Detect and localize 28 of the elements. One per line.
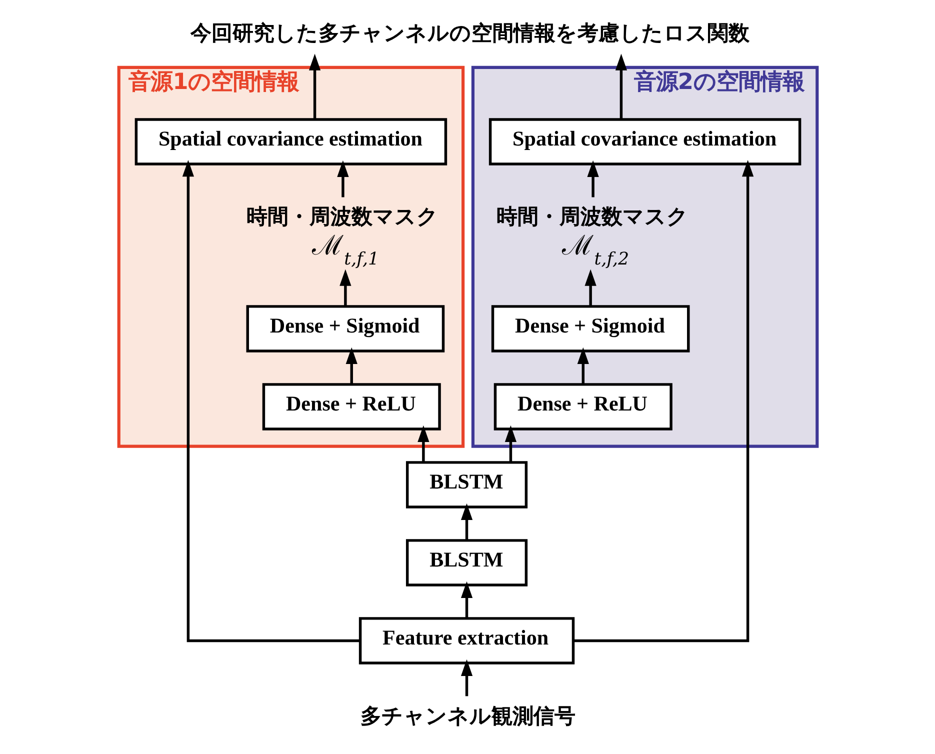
arrow — [182, 160, 360, 642]
arrow — [584, 269, 596, 306]
arrow — [614, 54, 627, 120]
arrow — [460, 503, 472, 540]
node-text: 時間・周波数マスク ℳ$_{t,f,2}$ — [496, 204, 688, 270]
node-box: Dense + Sigmoid — [246, 305, 444, 352]
arrow — [460, 659, 472, 696]
arrow — [308, 54, 320, 120]
arrow — [504, 425, 516, 462]
arrow — [339, 269, 351, 306]
node-box: Spatial covariance estimation — [488, 118, 801, 166]
node-text: 今回研究した多チャンネルの空間情報を考慮したロス関数 — [190, 20, 750, 45]
node-box: Spatial covariance estimation — [134, 118, 447, 166]
arrow — [345, 347, 357, 384]
arrow — [576, 347, 588, 384]
node-box: BLSTM — [405, 461, 528, 508]
arrow — [572, 160, 754, 642]
node-text: 時間・周波数マスク ℳ$_{t,f,1}$ — [246, 204, 438, 270]
arrow — [336, 160, 348, 198]
node-box: Dense + Sigmoid — [490, 305, 690, 352]
node-box: Dense + ReLU — [493, 383, 672, 430]
arrow — [586, 160, 598, 198]
arrow — [460, 581, 472, 618]
node-box: BLSTM — [405, 539, 528, 586]
node-text: 多チャンネル観測信号 — [360, 703, 575, 728]
node-box: Feature extraction — [358, 617, 574, 664]
arrow — [417, 425, 429, 462]
node-box: Dense + ReLU — [262, 383, 440, 430]
